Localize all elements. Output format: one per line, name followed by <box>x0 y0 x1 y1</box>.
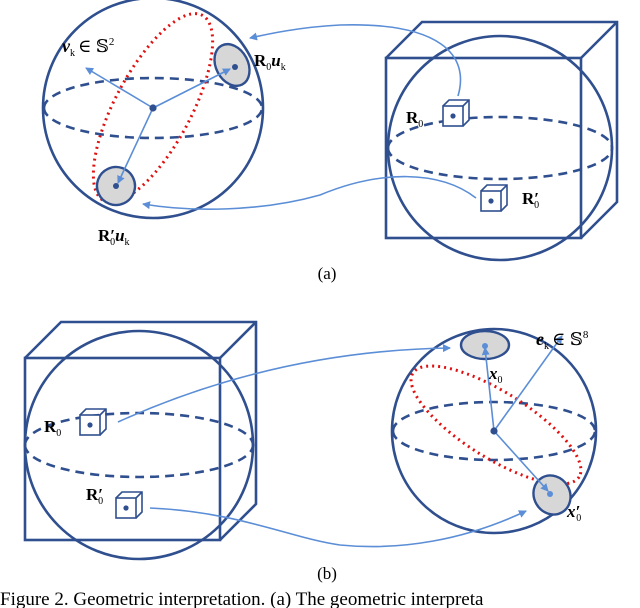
sphere-equator-front <box>42 107 264 140</box>
arrow-r0-to-sphere <box>249 24 462 97</box>
cube-sphere <box>386 34 614 262</box>
point-bottom <box>113 183 119 189</box>
cube-equator-front <box>23 444 255 479</box>
cube-equator-back <box>386 115 614 149</box>
small-cube-r0p <box>480 184 508 212</box>
cube-a: R0 R′0 <box>384 20 619 262</box>
sphere-b <box>390 327 598 535</box>
sphere-center <box>149 104 157 112</box>
sphere-a <box>41 0 265 220</box>
label-r0p-uk: R′0uk <box>98 226 130 248</box>
vector-v <box>85 67 154 109</box>
great-circle-dotted <box>409 364 583 486</box>
point-top <box>232 64 238 70</box>
arrow-r0-to-x0 <box>117 344 451 423</box>
cube-front-face <box>384 56 583 240</box>
cube-label-r0p: R′0 <box>522 189 539 211</box>
cube-edge <box>580 21 618 59</box>
point-bottom <box>547 491 553 497</box>
sphere-outline <box>41 0 265 220</box>
cube-label-r0: R0 <box>406 108 423 130</box>
cube-equator-front <box>386 147 614 181</box>
sphere-center <box>490 427 498 435</box>
cube-label-r0: R0 <box>44 417 61 439</box>
sphere-equator-back <box>391 400 597 432</box>
vector-r0pu <box>117 107 154 184</box>
great-circle-dotted <box>91 12 215 204</box>
small-cube-r0 <box>442 99 470 127</box>
label-x0: x0 <box>488 364 503 386</box>
vector-x0 <box>481 347 495 432</box>
sphere-equator-back <box>42 76 264 109</box>
label-x0p: x′0 <box>566 502 581 524</box>
vector-x0p <box>493 430 549 492</box>
panel-b: R0 R′0 ek∈ 𝕊8 x0 x′0 (b) <box>23 320 598 583</box>
sphere-equator-front <box>391 430 597 462</box>
arrow-r0p-to-x0p <box>149 507 527 548</box>
vector-ek <box>493 335 563 432</box>
small-cube-r0 <box>79 408 107 436</box>
label-vk: vk∈ 𝕊2 <box>62 36 114 59</box>
small-cube-r0p <box>115 491 143 519</box>
label-ek: ek∈ 𝕊8 <box>536 329 589 352</box>
panel-a: vk∈ 𝕊2 R0uk R′0uk R0 R′0 <box>41 0 619 283</box>
point-top <box>482 343 488 349</box>
arrow-r0p-to-sphere <box>142 175 477 210</box>
cube-edge <box>219 321 257 359</box>
figure-caption: Figure 2. Geometric interpretation. (a) … <box>0 589 484 608</box>
panel-a-label: (a) <box>318 264 337 283</box>
panel-b-label: (b) <box>317 564 337 583</box>
vector-r0u <box>152 68 231 109</box>
cube-label-r0p: R′0 <box>86 485 103 507</box>
cube-b: R0 R′0 <box>23 320 258 561</box>
label-r0uk: R0uk <box>254 51 286 73</box>
